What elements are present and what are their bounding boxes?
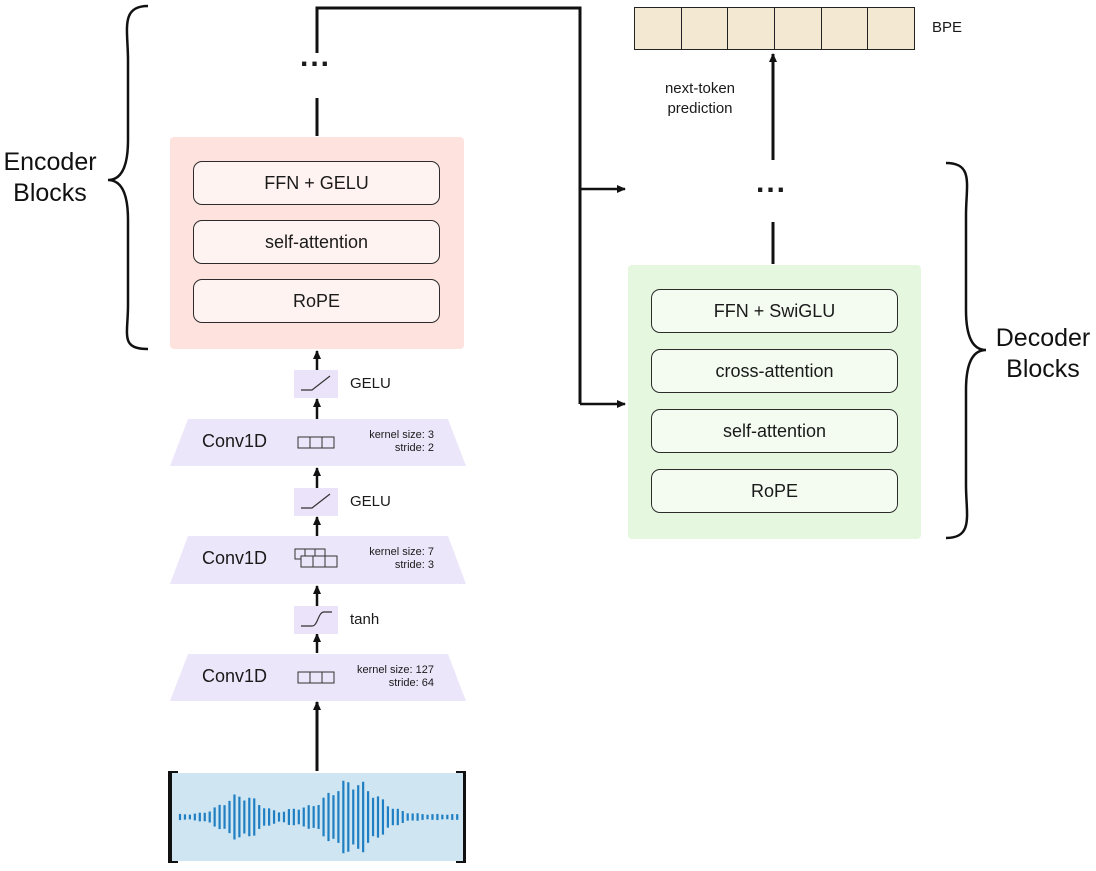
encoder-label: Encoder Blocks (0, 147, 100, 209)
bpe-token-strip (634, 7, 915, 50)
conv-label-2: Conv1D (202, 548, 268, 568)
gelu-box-top (294, 370, 338, 398)
gelu-box-mid (294, 488, 338, 516)
bpe-token-cell (635, 8, 682, 49)
decoder-cross-attention-block: cross-attention (651, 349, 898, 393)
kernel-glyph-2 (294, 548, 338, 568)
encoder-rope-block: RoPE (193, 279, 440, 323)
line-encoder-output (315, 6, 582, 404)
encoder-ellipsis: ... (300, 40, 332, 73)
waveform-icon (178, 780, 459, 854)
kernel-glyph-1 (297, 436, 335, 449)
conv-meta-3: kernel size: 127 stride: 64 (336, 664, 434, 690)
decoder-block-panel: FFN + SwiGLU cross-attention self-attent… (628, 265, 921, 539)
conv-label-1: Conv1D (202, 431, 268, 451)
conv-shape-3 (170, 654, 466, 701)
conv-stride-1: stride: 2 (394, 442, 434, 454)
conv-stride-2: stride: 3 (394, 559, 434, 571)
encoder-block-panel: FFN + GELU self-attention RoPE (170, 137, 464, 349)
bpe-token-cell (868, 8, 914, 49)
encoder-self-attention-block: self-attention (193, 220, 440, 264)
decoder-rope-block: RoPE (651, 469, 898, 513)
kernel-glyph-3 (297, 671, 335, 684)
encoder-label-line2: Blocks (13, 179, 87, 207)
decoder-brace (945, 161, 987, 540)
conv-meta-1: kernel size: 3 stride: 2 (340, 429, 434, 455)
bpe-token-cell (682, 8, 729, 49)
encoder-label-line1: Encoder (3, 148, 97, 176)
encoder-brace (107, 4, 149, 351)
bpe-token-cell (728, 8, 776, 49)
conv-stride-3: stride: 64 (388, 677, 434, 689)
gelu-icon (301, 493, 331, 509)
decoder-ellipsis: ... (756, 166, 788, 199)
bpe-token-cell (822, 8, 869, 49)
next-token-prediction-label: next-token prediction (640, 79, 760, 119)
conv-label-3: Conv1D (202, 666, 268, 686)
prediction-label-line2: prediction (667, 100, 733, 117)
decoder-label: Decoder Blocks (990, 323, 1096, 385)
activation-label-gelu-top: GELU (350, 375, 391, 392)
bpe-label: BPE (932, 19, 963, 36)
activation-label-gelu-mid: GELU (350, 493, 391, 510)
gelu-icon (301, 375, 331, 391)
decoder-label-line2: Blocks (1006, 355, 1080, 383)
conv-kernel-1: kernel size: 3 (369, 429, 434, 441)
decoder-label-line1: Decoder (995, 324, 1091, 352)
tanh-icon (301, 611, 332, 627)
conv-shape-1 (170, 419, 466, 466)
conv-kernel-3: kernel size: 127 (356, 664, 434, 676)
tanh-box (294, 606, 338, 634)
decoder-ffn-block: FFN + SwiGLU (651, 289, 898, 333)
encoder-ffn-block: FFN + GELU (193, 161, 440, 205)
prediction-label-line1: next-token (664, 80, 736, 97)
conv-meta-2: kernel size: 7 stride: 3 (340, 546, 434, 572)
audio-waveform (172, 773, 463, 861)
conv-kernel-2: kernel size: 7 (369, 546, 434, 558)
decoder-self-attention-block: self-attention (651, 409, 898, 453)
bpe-token-cell (775, 8, 822, 49)
activation-label-tanh: tanh (350, 611, 380, 628)
